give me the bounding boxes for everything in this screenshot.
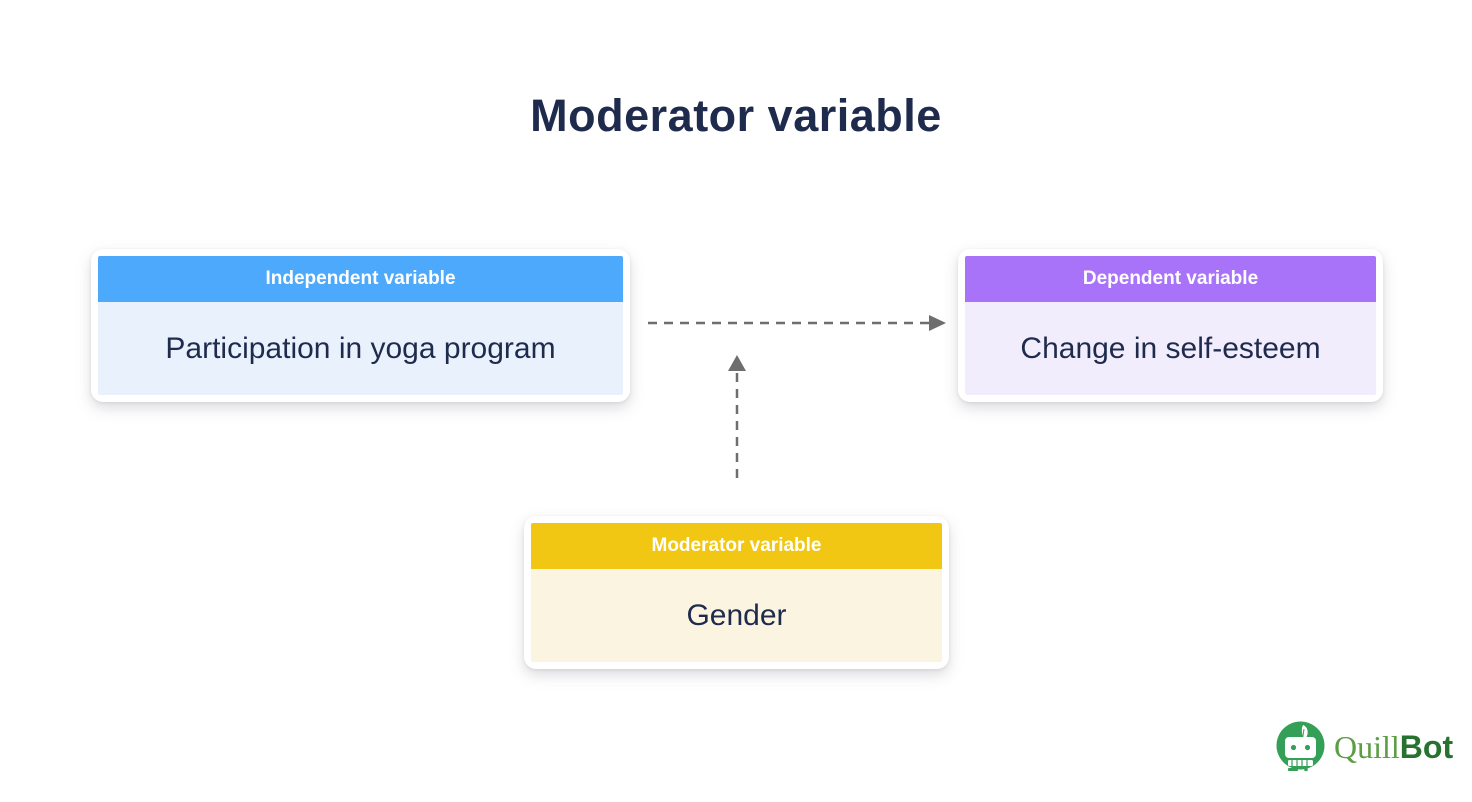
independent-variable-value: Participation in yoga program (98, 302, 623, 395)
arrow-moderator-to-path (728, 355, 746, 483)
arrow-independent-to-dependent (648, 315, 946, 331)
wordmark-quill: Quill (1334, 729, 1400, 765)
dependent-variable-header: Dependent variable (965, 256, 1376, 302)
page-title: Moderator variable (530, 90, 942, 141)
moderator-variable-header: Moderator variable (531, 523, 942, 569)
arrowhead-up-icon (728, 355, 746, 371)
quillbot-wordmark: QuillBot (1334, 731, 1453, 763)
wordmark-bot: Bot (1399, 729, 1454, 765)
arrowhead-right-icon (929, 315, 946, 331)
moderator-variable-card: Moderator variable Gender (524, 516, 949, 669)
independent-variable-header: Independent variable (98, 256, 623, 302)
moderator-variable-value: Gender (531, 569, 942, 662)
dependent-variable-value: Change in self-esteem (965, 302, 1376, 395)
independent-variable-card: Independent variable Participation in yo… (91, 249, 630, 402)
dependent-variable-card: Dependent variable Change in self-esteem (958, 249, 1383, 402)
quillbot-robot-icon (1276, 721, 1325, 772)
quillbot-logo: QuillBot (1276, 721, 1453, 773)
